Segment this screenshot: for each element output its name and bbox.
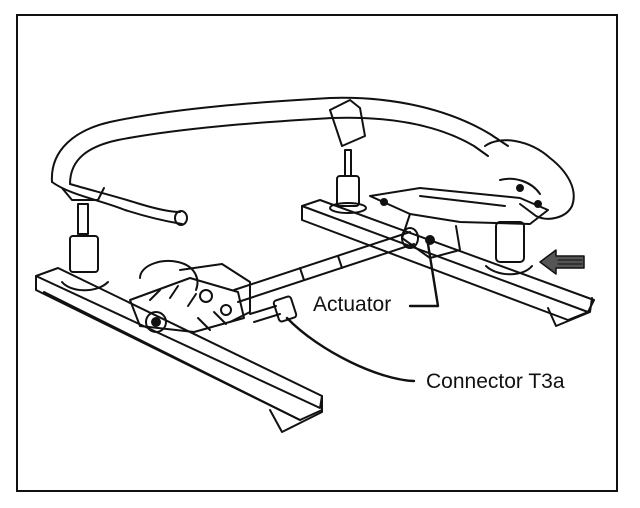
connector-t3a-label: Connector T3a xyxy=(426,370,565,393)
connector-leader-line xyxy=(285,316,416,383)
latch-housing xyxy=(484,139,575,220)
tubular-seat-frame xyxy=(50,96,509,226)
right-floor-rail xyxy=(301,199,595,327)
actuator-leader-line xyxy=(408,242,440,308)
figure-frame xyxy=(16,14,618,492)
right-support-post xyxy=(485,221,533,276)
actuator-label: Actuator xyxy=(313,293,392,316)
rear-support-post xyxy=(329,99,367,214)
seat-motor-unit xyxy=(129,260,251,333)
connector-t3a xyxy=(249,295,298,323)
leader-lines xyxy=(285,242,440,383)
actuator-shaft xyxy=(233,231,415,303)
left-floor-rail xyxy=(35,267,323,433)
left-support-post xyxy=(61,187,109,292)
arrow-left-icon xyxy=(539,249,585,275)
actuator-mechanism xyxy=(369,187,549,259)
